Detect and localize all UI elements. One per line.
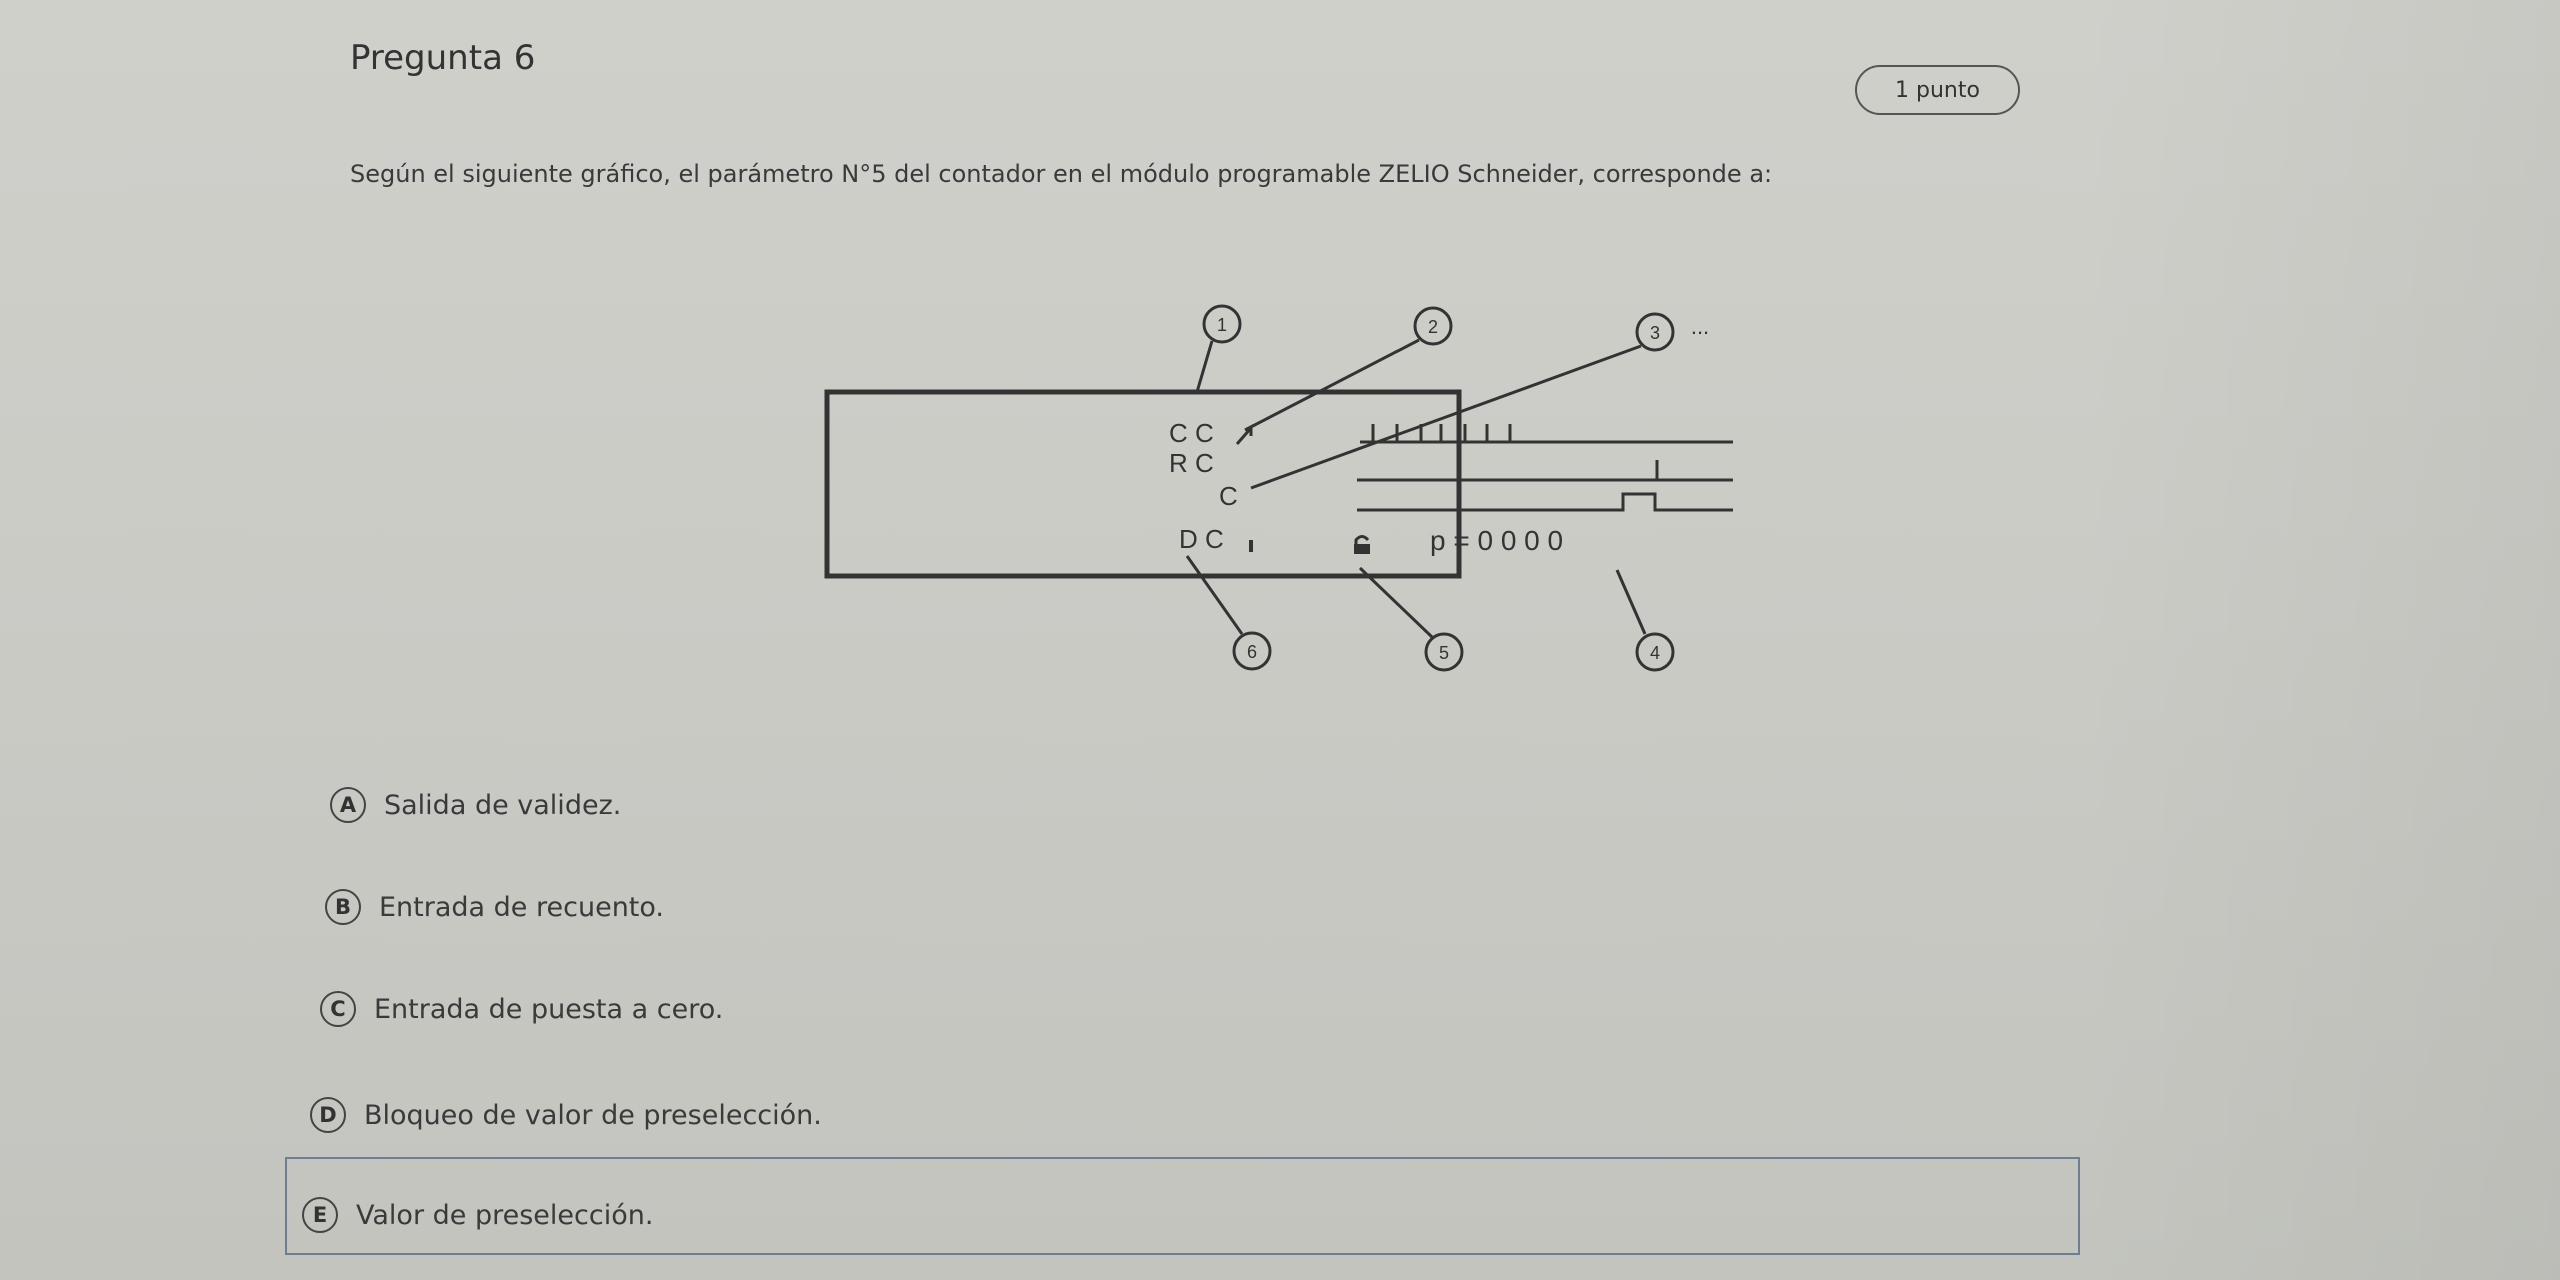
side-shadow — [2070, 0, 2560, 1280]
row-label-rc: R C — [1169, 448, 1214, 478]
question-card: Pregunta 6 1 punto Según el siguiente gr… — [285, 0, 2080, 1280]
option-b[interactable]: B Entrada de recuento. — [325, 889, 664, 925]
option-a-letter: A — [330, 787, 366, 823]
option-e[interactable]: E Valor de preselección. — [302, 1197, 653, 1233]
callout-ellipsis: ... — [1691, 314, 1709, 339]
output-trace — [1357, 492, 1733, 512]
lock-icon — [1354, 535, 1370, 554]
preset-display: p = 0 0 0 0 — [1430, 525, 1563, 556]
count-pulses-trace — [1360, 424, 1733, 444]
option-b-text: Entrada de recuento. — [379, 891, 665, 923]
option-e-letter: E — [302, 1197, 338, 1233]
question-text: Según el siguiente gráfico, el parámetro… — [350, 160, 1773, 188]
callout-5-circle — [1424, 632, 1464, 672]
leader-1 — [1195, 340, 1214, 393]
option-c[interactable]: C Entrada de puesta a cero. — [320, 991, 723, 1027]
row-label-c: C — [1219, 481, 1238, 511]
points-badge: 1 punto — [1855, 65, 2020, 115]
option-a-text: Salida de validez. — [384, 789, 622, 821]
leader-5 — [1358, 566, 1434, 639]
counter-diagram: 1 2 3 ... 6 5 4 C C R C C D C p = 0 0 0 … — [824, 304, 1733, 672]
leader-3 — [1250, 344, 1642, 490]
callout-2-circle — [1413, 306, 1453, 346]
option-d[interactable]: D Bloqueo de valor de preselección. — [310, 1097, 822, 1133]
callout-1-circle — [1202, 304, 1242, 344]
callout-6-circle — [1232, 631, 1272, 671]
option-e-text: Valor de preselección. — [356, 1199, 654, 1231]
option-c-text: Entrada de puesta a cero. — [374, 993, 724, 1025]
leader-6 — [1185, 555, 1244, 635]
option-a[interactable]: A Salida de validez. — [330, 787, 621, 823]
row-label-cc: C C — [1169, 418, 1214, 448]
callout-4-label: 4 — [1650, 643, 1660, 663]
option-d-text: Bloqueo de valor de preselección. — [364, 1099, 822, 1131]
counter-display-frame — [824, 389, 1462, 579]
leader-4 — [1615, 569, 1647, 635]
option-c-letter: C — [320, 991, 356, 1027]
reset-trace — [1357, 460, 1733, 482]
option-b-letter: B — [325, 889, 361, 925]
callout-5-label: 5 — [1439, 643, 1449, 663]
callout-4-circle — [1635, 632, 1675, 672]
callout-3-circle — [1635, 312, 1675, 352]
callout-1-label: 1 — [1217, 315, 1227, 335]
question-title: Pregunta 6 — [350, 38, 536, 78]
option-e-selected-box[interactable] — [285, 1157, 2080, 1255]
cc-marker — [1235, 424, 1253, 445]
callout-2-label: 2 — [1428, 317, 1438, 337]
callout-6-label: 6 — [1247, 642, 1257, 662]
option-d-letter: D — [310, 1097, 346, 1133]
row-label-dc: D C — [1179, 524, 1224, 554]
leader-2 — [1244, 338, 1420, 432]
callout-3-label: 3 — [1650, 323, 1660, 343]
